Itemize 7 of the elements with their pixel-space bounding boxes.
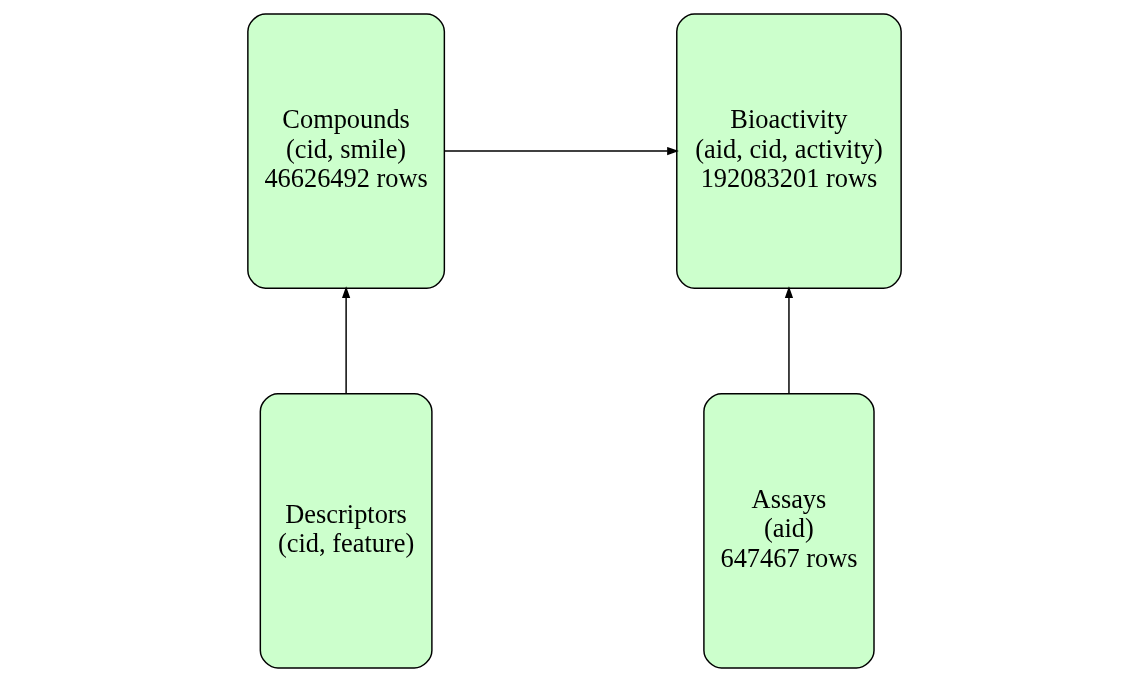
arrow bbox=[443, 147, 679, 156]
node-box: Assays (aid) 647467 rows bbox=[702, 393, 875, 669]
node-box: Descriptors (cid, feature) bbox=[259, 393, 433, 669]
node-box: Bioactivity (aid, cid, activity) 192083201 rows bbox=[675, 13, 902, 289]
arrow bbox=[341, 286, 350, 395]
arrow bbox=[784, 286, 793, 395]
node-box: Compounds (cid, smile) 46626492 rows bbox=[246, 13, 445, 289]
